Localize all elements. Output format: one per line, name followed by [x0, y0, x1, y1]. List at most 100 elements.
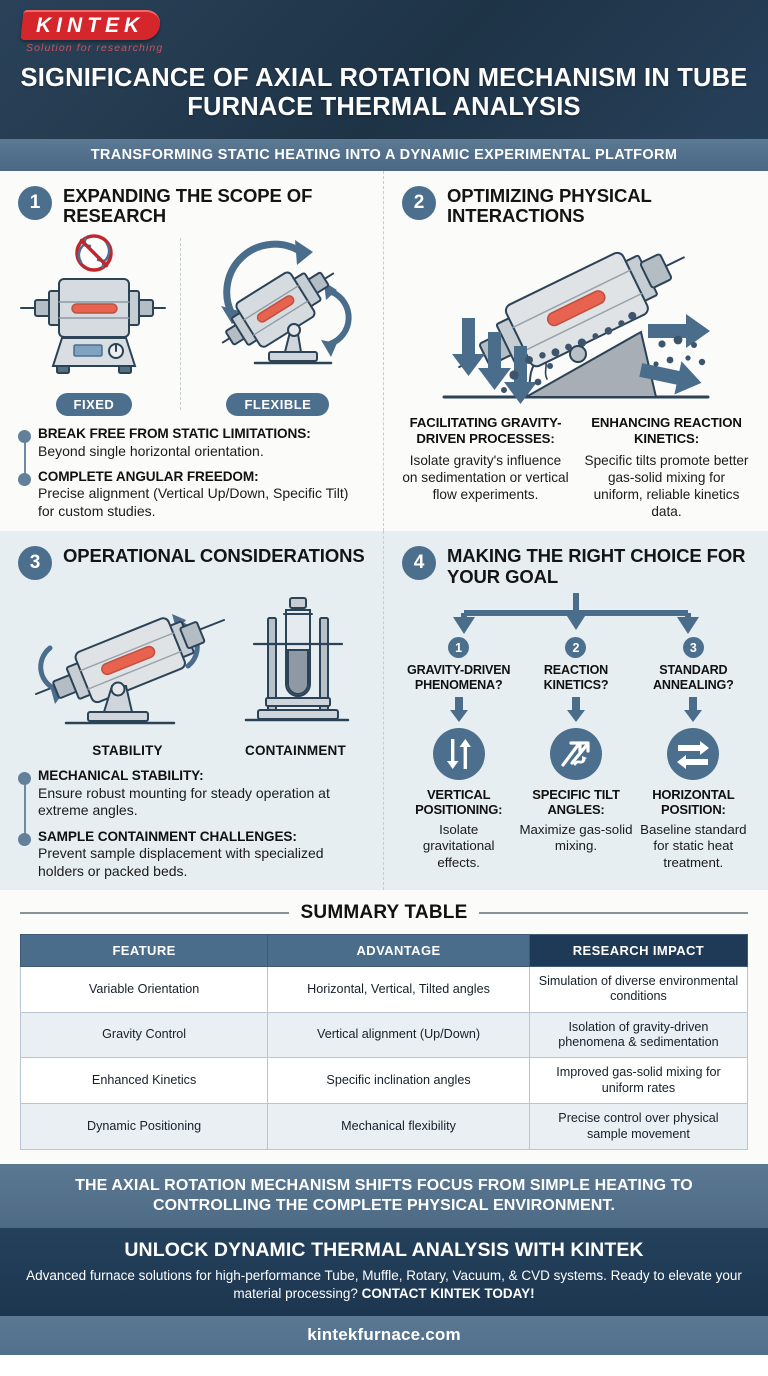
table-row: Enhanced Kinetics Specific inclination a… — [19, 1057, 749, 1105]
cell-advantage: Specific inclination angles — [267, 1057, 530, 1105]
header-subtitle: TRANSFORMING STATIC HEATING INTO A DYNAM… — [0, 138, 768, 171]
cell-advantage: Vertical alignment (Up/Down) — [267, 1011, 530, 1059]
section-2-number: 2 — [402, 185, 436, 220]
caption-block: ENHANCING REACTION KINETICS: Specific ti… — [583, 415, 750, 521]
shuffle-arrows-icon — [561, 741, 590, 767]
bullet-dot-icon — [18, 430, 31, 444]
flow-connector — [402, 593, 750, 637]
table-header-row: FEATURE ADVANTAGE RESEARCH IMPACT — [19, 934, 749, 968]
sample-holder-containment-icon — [244, 597, 349, 722]
summary-table-title-row: SUMMARY TABLE — [20, 902, 749, 924]
bullet-item: BREAK FREE FROM STATIC LIMITATIONS: Beyo… — [18, 426, 365, 460]
caption-block: FACILITATING GRAVITY-DRIVEN PROCESSES: I… — [402, 415, 569, 521]
cell-feature: Variable Orientation — [19, 966, 269, 1013]
table-row: Variable Orientation Horizontal, Vertica… — [19, 966, 749, 1013]
table-body: Variable Orientation Horizontal, Vertica… — [19, 966, 749, 1150]
cell-feature: Enhanced Kinetics — [19, 1057, 269, 1105]
logo-wordmark: KINTEK — [35, 14, 145, 37]
label-containment: CONTAINMENT — [245, 743, 346, 759]
cta-heading: UNLOCK DYNAMIC THERMAL ANALYSIS WITH KIN… — [124, 1238, 644, 1261]
down-arrow-icon — [449, 697, 468, 723]
section-1-illustration: FIXED — [18, 232, 365, 417]
flexible-furnace-illustration: FLEXIBLE — [191, 232, 365, 417]
flow-result-body: Isolate gravitational effects. — [422, 821, 495, 870]
cell-impact: Improved gas-solid mixing for uniform ra… — [528, 1057, 749, 1105]
section-3-number: 3 — [18, 546, 52, 581]
result-icon-wrap — [432, 728, 485, 781]
section-3-bullets: MECHANICAL STABILITY: Ensure robust moun… — [18, 768, 365, 880]
section-3-title: OPERATIONAL CONSIDERATIONS — [63, 545, 365, 567]
flow-step-number: 2 — [565, 637, 587, 659]
containment-illustration: CONTAINMENT — [236, 586, 356, 758]
flow-branch-connector-icon — [453, 593, 699, 635]
col-header-research-impact: RESEARCH IMPACT — [528, 934, 749, 968]
bullet-item: MECHANICAL STABILITY: Ensure robust moun… — [18, 768, 365, 819]
cta-action: CONTACT KINTEK TODAY! — [361, 1285, 535, 1301]
summary-table-title: SUMMARY TABLE — [300, 902, 468, 924]
bullet-dot-icon — [18, 832, 31, 846]
result-icon-wrap — [667, 728, 720, 781]
section-2-title: OPTIMIZING PHYSICAL INTERACTIONS — [447, 184, 652, 226]
section-3-head: 3 OPERATIONAL CONSIDERATIONS — [18, 545, 365, 581]
bullet-item: SAMPLE CONTAINMENT CHALLENGES: Prevent s… — [18, 828, 365, 880]
section-1: 1 EXPANDING THE SCOPE OF RESEARCH — [0, 170, 384, 532]
cell-impact: Simulation of diverse environmental cond… — [528, 966, 749, 1013]
logo-badge: KINTEK — [20, 10, 162, 40]
cell-impact: Isolation of gravity-driven phenomena & … — [528, 1011, 749, 1059]
bullet-desc: Beyond single horizontal orientation. — [38, 442, 264, 459]
bullet-dot-icon — [18, 772, 31, 786]
brand-logo: KINTEK Solution for researching — [0, 10, 768, 54]
cell-advantage: Mechanical flexibility — [267, 1103, 530, 1150]
col-header-advantage: ADVANTAGE — [267, 934, 530, 968]
bullet-dot-icon — [18, 473, 31, 487]
bullet-desc: Precise alignment (Vertical Up/Down, Spe… — [38, 485, 349, 519]
flow-result-heading: VERTICAL POSITIONING: — [415, 787, 503, 818]
rotating-furnace-stability-icon — [34, 614, 225, 725]
bullet-title: BREAK FREE FROM STATIC LIMITATIONS: — [38, 426, 311, 442]
flow-column: 2 REACTION KINETICS? — [519, 637, 633, 871]
flow-column: 1 GRAVITY-DRIVEN PHENOMENA? — [402, 637, 515, 871]
bullet-desc: Prevent sample displacement with special… — [38, 845, 324, 879]
section-2-captions: FACILITATING GRAVITY-DRIVEN PROCESSES: I… — [402, 415, 750, 521]
fixed-furnace-illustration: FIXED — [18, 232, 170, 417]
label-flexible: FLEXIBLE — [226, 393, 330, 417]
section-4: 4 MAKING THE RIGHT CHOICE FOR YOUR GOAL — [384, 531, 768, 890]
section-4-head: 4 MAKING THE RIGHT CHOICE FOR YOUR GOAL — [402, 545, 750, 587]
bullet-desc: Ensure robust mounting for steady operat… — [38, 784, 330, 819]
tilted-rotating-furnace-icon — [220, 240, 352, 365]
col-header-feature: FEATURE — [19, 934, 269, 968]
bullet-item: COMPLETE ANGULAR FREEDOM: Precise alignm… — [18, 469, 365, 520]
footer-website[interactable]: kintekfurnace.com — [0, 1315, 768, 1355]
section-1-number: 1 — [18, 185, 52, 220]
caption-body: Specific tilts promote better gas-solid … — [584, 453, 749, 520]
section-2-illustration — [402, 232, 750, 407]
section-1-head: 1 EXPANDING THE SCOPE OF RESEARCH — [18, 185, 365, 227]
section-3: 3 OPERATIONAL CONSIDERATIONS — [0, 531, 384, 891]
cell-impact: Precise control over physical sample mov… — [528, 1103, 749, 1150]
bullet-title: SAMPLE CONTAINMENT CHALLENGES: — [38, 828, 297, 844]
section-4-number: 4 — [402, 546, 436, 581]
cell-feature: Gravity Control — [19, 1011, 269, 1059]
flow-result-heading: SPECIFIC TILT ANGLES: — [532, 787, 620, 818]
caption-body: Isolate gravity's influence on sedimenta… — [402, 453, 569, 503]
down-arrow-icon — [566, 697, 585, 723]
flow-column: 3 STANDARD ANNEALING? — [637, 637, 750, 871]
illustration-divider — [179, 238, 181, 411]
page-title: SIGNIFICANCE OF AXIAL ROTATION MECHANISM… — [20, 64, 748, 122]
flow-step-number: 3 — [682, 637, 704, 659]
sections-row-bottom: 3 OPERATIONAL CONSIDERATIONS — [0, 531, 768, 891]
horizontal-furnace-icon — [19, 234, 166, 375]
section-4-title: MAKING THE RIGHT CHOICE FOR YOUR GOAL — [447, 545, 746, 587]
table-row: Dynamic Positioning Mechanical flexibili… — [19, 1103, 749, 1150]
header: KINTEK Solution for researching SIGNIFIC… — [0, 0, 768, 139]
section-1-bullets: BREAK FREE FROM STATIC LIMITATIONS: Beyo… — [18, 426, 365, 520]
cta-body: Advanced furnace solutions for high-perf… — [20, 1267, 748, 1303]
title-rule-left — [20, 912, 289, 914]
section-3-illustration: STABILITY — [18, 586, 365, 758]
bullet-title: MECHANICAL STABILITY: — [38, 768, 204, 784]
summary-table: FEATURE ADVANTAGE RESEARCH IMPACT Variab… — [19, 934, 749, 1150]
stability-illustration: STABILITY — [28, 586, 228, 758]
label-stability: STABILITY — [92, 743, 163, 759]
tilted-furnace-gravity-flow-icon — [442, 252, 710, 405]
logo-tagline: Solution for researching — [26, 42, 164, 54]
